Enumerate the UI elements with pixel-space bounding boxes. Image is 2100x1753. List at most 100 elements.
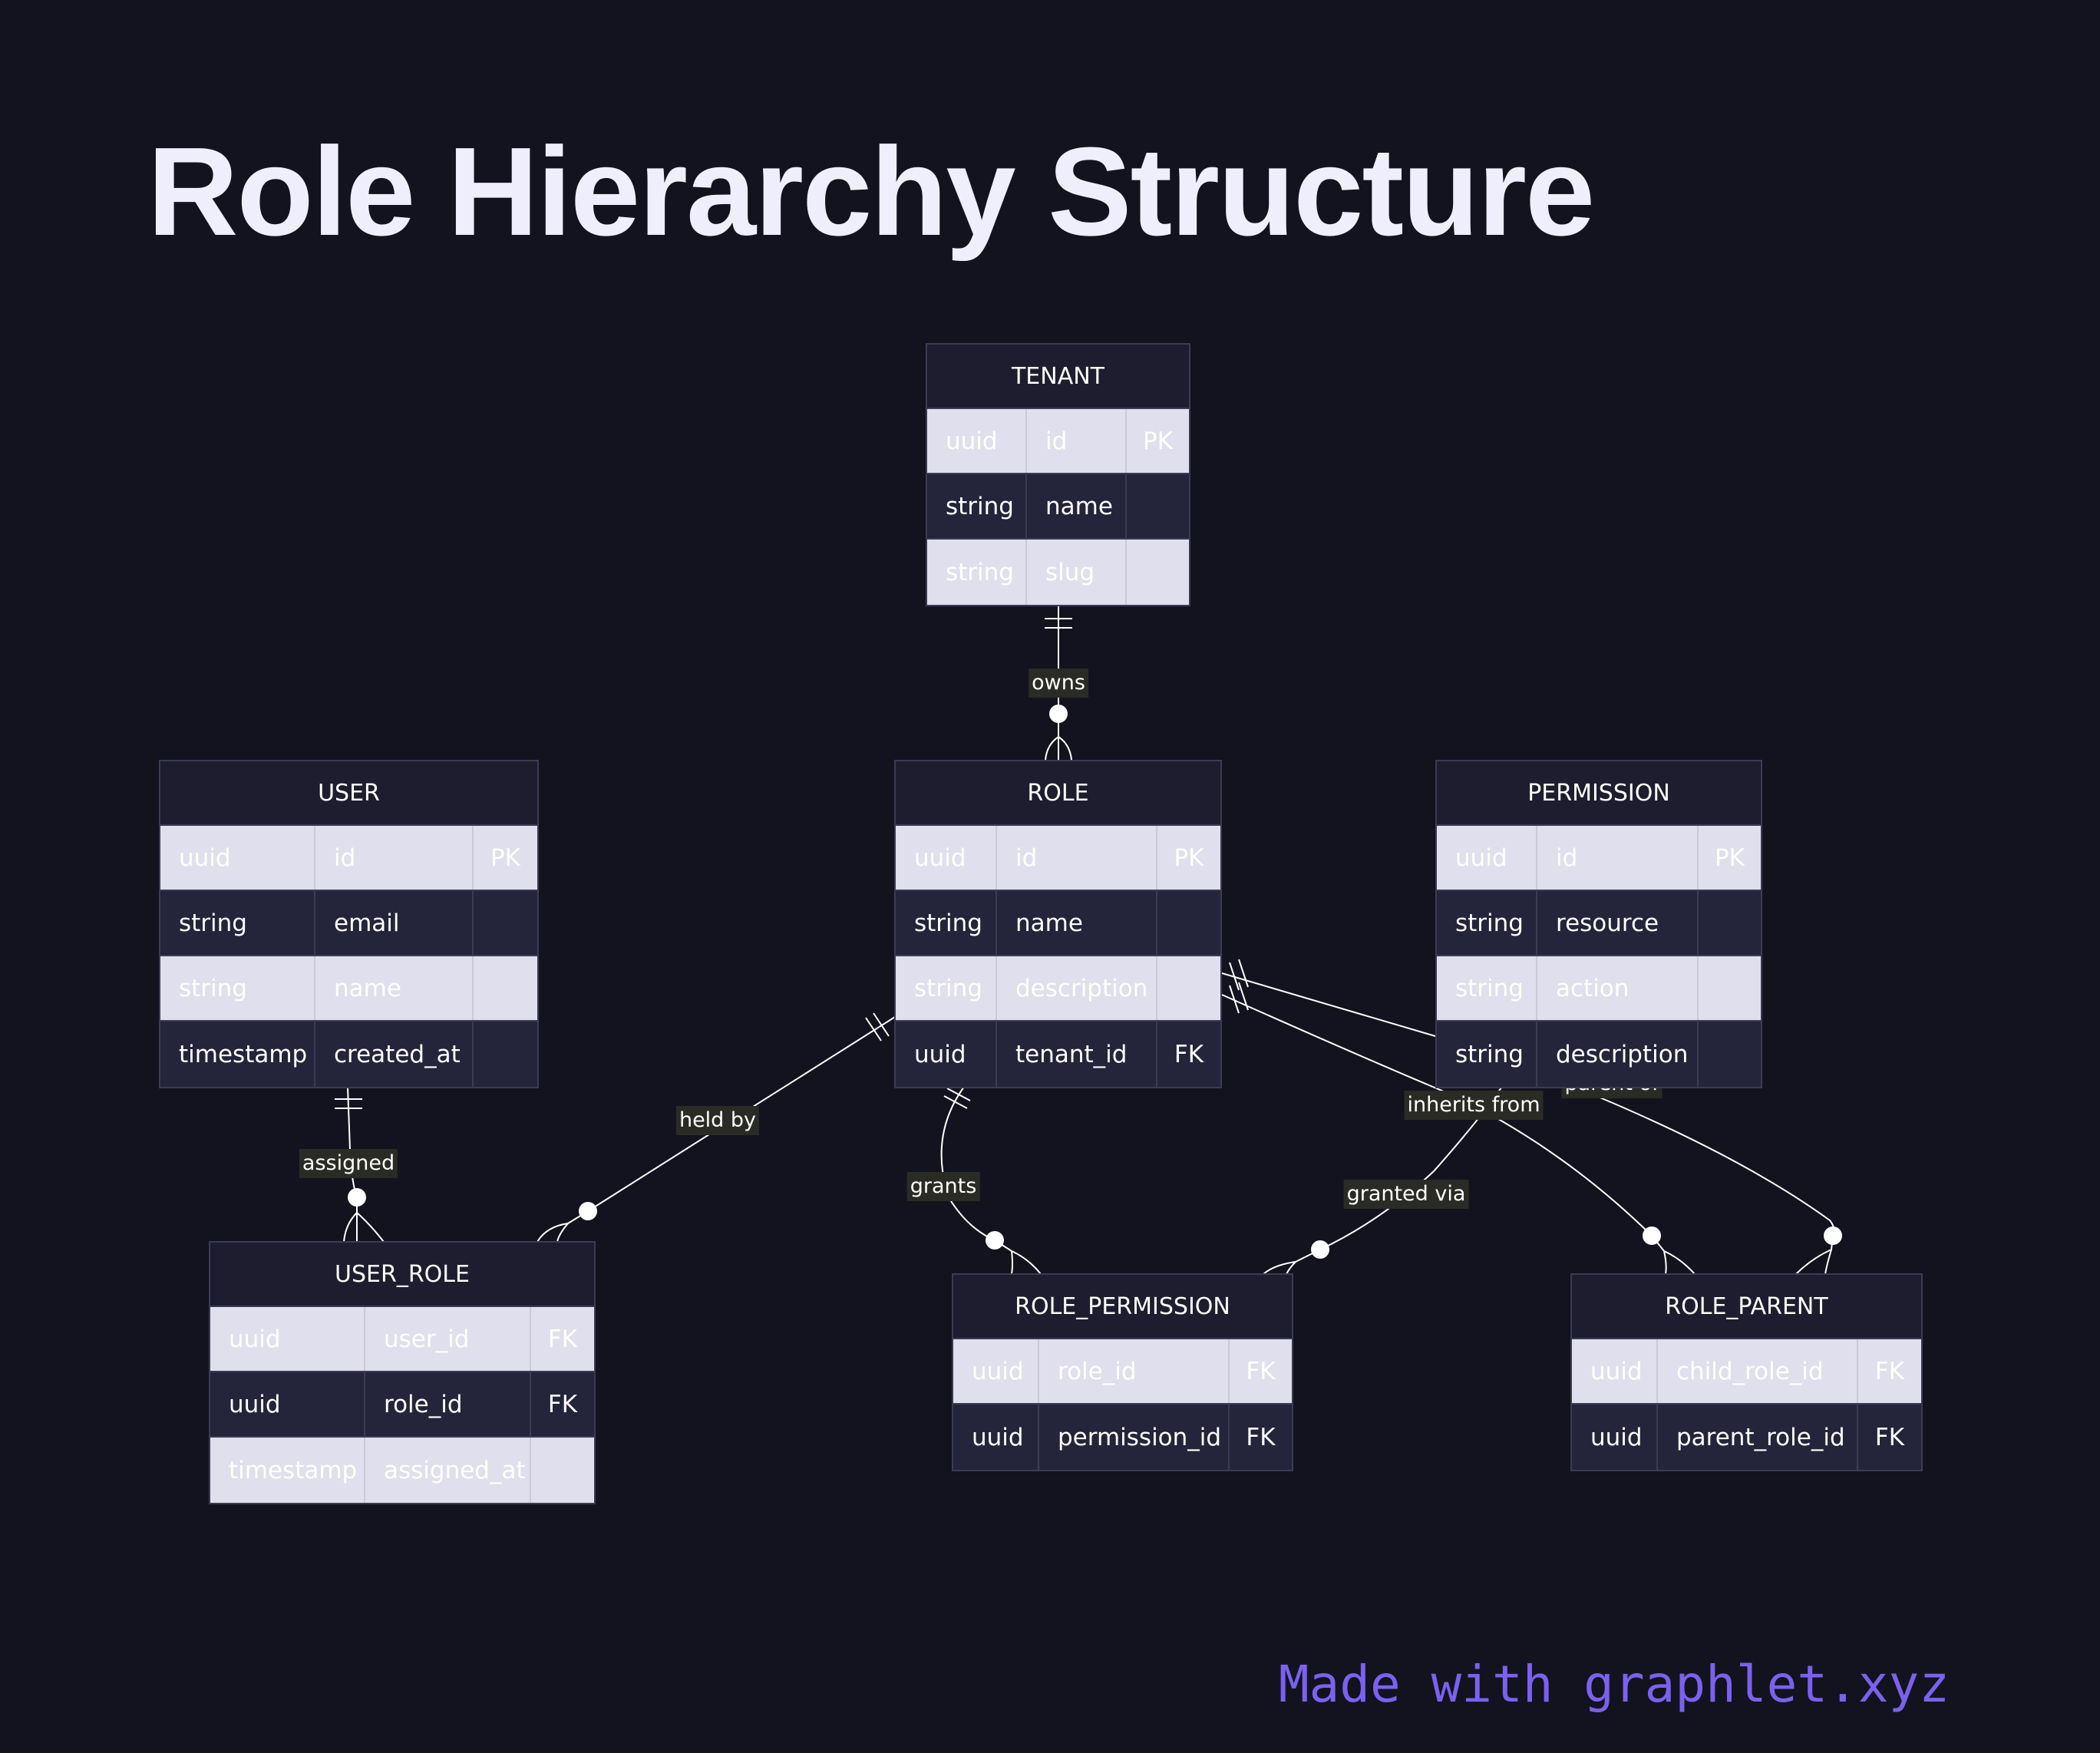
attribute-name: email: [315, 891, 474, 955]
entity-permission[interactable]: PERMISSION uuid id PK string resource st…: [1435, 760, 1762, 1088]
attribute-type: string: [927, 474, 1027, 538]
entity-name: ROLE: [896, 761, 1220, 826]
edge-label-assigned: assigned: [299, 1149, 398, 1178]
attribute-row: string description: [1437, 1022, 1761, 1087]
attribute-key: [1157, 891, 1220, 955]
edge-label-held-by: held by: [675, 1106, 760, 1135]
attribute-type: uuid: [927, 409, 1027, 473]
attribute-key: [531, 1438, 594, 1503]
entity-user[interactable]: USER uuid id PK string email string name…: [159, 760, 539, 1088]
edge-grants-tick: [943, 1088, 971, 1109]
attribute-name: name: [997, 891, 1157, 955]
edge-granted-via-circle: [1311, 1240, 1329, 1259]
attribute-key: PK: [490, 843, 521, 872]
edge-label-inherits-from: inherits from: [1404, 1091, 1544, 1120]
attribute-key: PK: [1714, 843, 1745, 872]
edge-parent-of-circle: [1824, 1226, 1842, 1245]
attribute-key: [1699, 891, 1761, 955]
attribute-key: [474, 956, 537, 1020]
edge-held-by-circle: [579, 1202, 597, 1220]
attribute-key: FK: [1246, 1357, 1276, 1385]
edge-grants-circle: [986, 1231, 1004, 1250]
entity-tenant[interactable]: TENANT uuid id PK string name string slu…: [926, 343, 1190, 606]
footer-credit: Made with graphlet.xyz: [1278, 1655, 1950, 1714]
edge-grants: [940, 1086, 996, 1241]
entity-name: ROLE_PARENT: [1572, 1275, 1921, 1339]
attribute-name: child_role_id: [1658, 1339, 1858, 1403]
attribute-row: string slug: [927, 540, 1189, 605]
edge-label-granted-via: granted via: [1343, 1180, 1469, 1209]
attribute-name: name: [1027, 474, 1127, 538]
attribute-row: uuid user_id FK: [210, 1307, 594, 1372]
entity-name: PERMISSION: [1437, 761, 1761, 826]
attribute-row: uuid tenant_id FK: [896, 1022, 1220, 1087]
attribute-type: string: [896, 956, 997, 1020]
edge-grants-crow: [994, 1240, 1042, 1275]
attribute-key: PK: [1142, 427, 1174, 455]
attribute-name: id: [315, 826, 474, 890]
attribute-name: tenant_id: [997, 1022, 1157, 1087]
attribute-key: FK: [1874, 1423, 1905, 1451]
attribute-name: name: [315, 956, 474, 1020]
attribute-type: string: [1437, 891, 1537, 955]
edge-inherits-from-tick: [1229, 982, 1249, 1014]
attribute-name: description: [1537, 1022, 1699, 1087]
edge-label-grants: grants: [906, 1172, 980, 1201]
entity-name: USER_ROLE: [210, 1243, 594, 1307]
attribute-type: uuid: [210, 1307, 365, 1371]
attribute-row: uuid child_role_id FK: [1572, 1339, 1921, 1405]
attribute-row: uuid id PK: [896, 826, 1220, 891]
attribute-row: uuid permission_id FK: [953, 1405, 1292, 1470]
attribute-type: uuid: [210, 1372, 365, 1436]
attribute-type: timestamp: [160, 1022, 315, 1087]
attribute-row: string resource: [1437, 891, 1761, 956]
attribute-key: [1127, 540, 1189, 605]
attribute-key: [1699, 956, 1761, 1020]
attribute-type: uuid: [160, 826, 315, 890]
attribute-type: uuid: [953, 1405, 1039, 1470]
entity-role-permission[interactable]: ROLE_PERMISSION uuid role_id FK uuid per…: [952, 1273, 1293, 1471]
edge-owns-circle: [1049, 705, 1068, 723]
attribute-key: [1157, 956, 1220, 1020]
attribute-row: uuid role_id FK: [953, 1339, 1292, 1405]
attribute-name: role_id: [365, 1372, 531, 1436]
attribute-key: FK: [1174, 1040, 1204, 1068]
attribute-name: action: [1537, 956, 1699, 1020]
attribute-row: uuid id PK: [160, 826, 537, 891]
attribute-key: FK: [547, 1325, 578, 1353]
attribute-key: [1699, 1022, 1761, 1087]
edge-held-by-crow: [537, 1210, 589, 1243]
edge-parent-of-crow: [1795, 1235, 1834, 1275]
edge-owns-tick: [1045, 618, 1072, 629]
edge-assigned: [347, 1086, 358, 1198]
attribute-row: string name: [927, 474, 1189, 540]
attribute-name: role_id: [1039, 1339, 1230, 1403]
attribute-name: user_id: [365, 1307, 531, 1371]
attribute-row: string description: [896, 956, 1220, 1022]
attribute-type: string: [160, 956, 315, 1020]
edge-assigned-crow: [343, 1197, 385, 1243]
attribute-name: description: [997, 956, 1157, 1020]
attribute-row: uuid role_id FK: [210, 1372, 594, 1438]
attribute-type: timestamp: [210, 1438, 365, 1503]
attribute-type: uuid: [1572, 1405, 1658, 1470]
attribute-row: uuid parent_role_id FK: [1572, 1405, 1921, 1470]
attribute-name: resource: [1537, 891, 1699, 955]
edge-label-owns: owns: [1029, 669, 1088, 698]
attribute-type: uuid: [1437, 826, 1537, 890]
attribute-row: string name: [160, 956, 537, 1022]
attribute-row: uuid id PK: [1437, 826, 1761, 891]
attribute-name: created_at: [315, 1022, 474, 1087]
attribute-row: timestamp assigned_at: [210, 1438, 594, 1503]
entity-role[interactable]: ROLE uuid id PK string name string descr…: [894, 760, 1222, 1088]
attribute-name: permission_id: [1039, 1405, 1230, 1470]
entity-role-parent[interactable]: ROLE_PARENT uuid child_role_id FK uuid p…: [1570, 1273, 1923, 1471]
attribute-row: timestamp created_at: [160, 1022, 537, 1087]
attribute-name: id: [1027, 409, 1127, 473]
attribute-row: string email: [160, 891, 537, 956]
entity-user-role[interactable]: USER_ROLE uuid user_id FK uuid role_id F…: [209, 1241, 596, 1504]
attribute-key: FK: [1874, 1357, 1905, 1385]
attribute-key: [1127, 474, 1189, 538]
attribute-row: string action: [1437, 956, 1761, 1022]
